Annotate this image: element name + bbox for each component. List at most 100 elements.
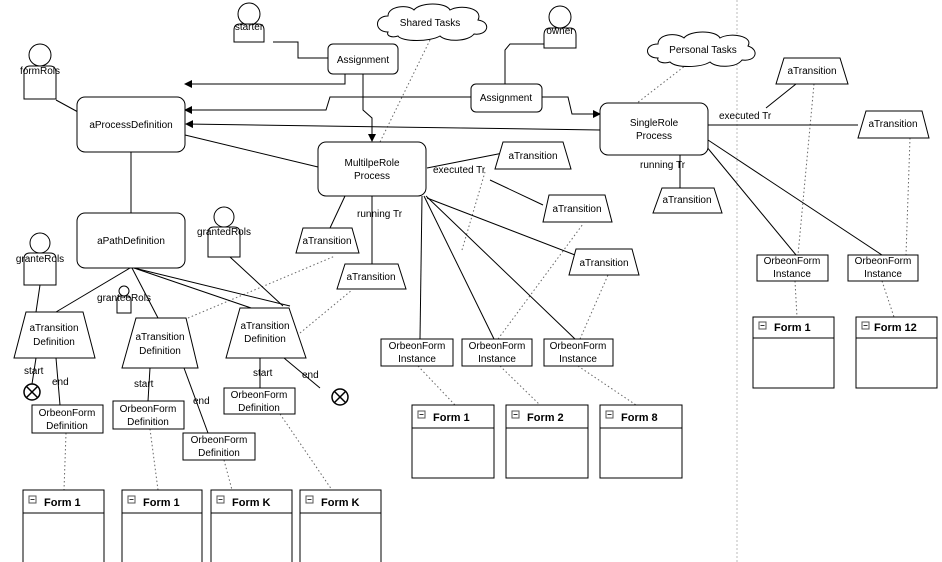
form-definition-box-4 <box>223 387 296 415</box>
transition-shape-sr-2 <box>857 110 930 139</box>
personal-tasks-cloud: Personal Tasks <box>647 31 756 67</box>
form-instance-label-1a: OrbeonForm <box>389 341 446 352</box>
form-definition-box-1 <box>31 404 104 434</box>
starter-label: starter <box>235 22 264 33</box>
form-definition-label-3a: OrbeonForm <box>191 435 248 446</box>
transition-label-mr-1: aTransition <box>302 236 351 247</box>
assignment-label-1: Assignment <box>337 55 389 66</box>
transition-shape-sr-3 <box>652 187 723 214</box>
assignment-node-1 <box>327 43 399 75</box>
transition-definition-label-1a: aTransition <box>29 323 78 334</box>
form-instance-label-4a: OrbeonForm <box>764 256 821 267</box>
end-label-3: end <box>302 370 319 381</box>
form-instance-box-3 <box>543 338 614 367</box>
transition-shape-mr-3 <box>494 141 572 170</box>
granteerols-actor <box>116 285 132 314</box>
transition-label-mr-3: aTransition <box>508 151 557 162</box>
form-container-inst-5: Form 12 <box>855 316 938 389</box>
running-tr-label-2: running Tr <box>640 160 686 171</box>
process-definition-node <box>76 96 186 153</box>
form-instance-label-3a: OrbeonForm <box>550 341 607 352</box>
transition-definition-label-2b: Definition <box>139 346 181 357</box>
formrols-label: formRols <box>20 66 60 77</box>
executed-tr-label-1: executed Tr <box>433 165 486 176</box>
transition-shape-mr-4 <box>542 194 613 223</box>
form-instance-label-2b: Instance <box>478 354 516 365</box>
transition-label-sr-3: aTransition <box>662 195 711 206</box>
transition-label-sr-1: aTransition <box>787 66 836 77</box>
transition-shape-mr-2 <box>336 263 407 290</box>
form-container-def-3: Form K <box>210 489 293 562</box>
transition-label-mr-2: aTransition <box>346 272 395 283</box>
form-instance-box-4 <box>756 254 829 282</box>
dotted-associations <box>63 39 911 491</box>
form-container-inst-4: Form 1 <box>752 316 835 389</box>
form-title-def-2: Form 1 <box>143 497 180 509</box>
form-container-def-2: Form 1 <box>121 489 203 562</box>
multiple-role-label-2: Process <box>354 171 390 182</box>
granterols-actor <box>23 232 57 286</box>
transition-definition-shape-3 <box>225 307 307 359</box>
owner-actor <box>543 5 577 49</box>
form-instance-box-2 <box>461 338 533 367</box>
single-role-process-node <box>599 102 709 156</box>
process-definition-label: aProcessDefinition <box>89 120 172 131</box>
end-label-2: end <box>193 396 210 407</box>
form-container-inst-2: Form 2 <box>505 404 589 479</box>
start-label-2: start <box>134 379 154 390</box>
solid-connectors <box>31 41 883 434</box>
owner-label: owner <box>546 26 574 37</box>
form-title-inst-2: Form 2 <box>527 412 564 424</box>
single-role-label-2: Process <box>636 131 672 142</box>
form-container-def-4: Form K <box>299 489 382 562</box>
transition-definition-label-3a: aTransition <box>240 321 289 332</box>
form-title-inst-1: Form 1 <box>433 412 470 424</box>
grantedrols-actor <box>207 206 241 258</box>
form-definition-label-3b: Definition <box>198 448 240 459</box>
path-definition-node <box>76 212 186 269</box>
multiple-role-process-node <box>317 141 427 197</box>
shared-tasks-label: Shared Tasks <box>400 18 460 29</box>
form-instance-label-5a: OrbeonForm <box>855 256 912 267</box>
formrols-actor <box>23 43 57 100</box>
form-title-def-4: Form K <box>321 497 360 509</box>
assignment-node-2 <box>470 83 543 113</box>
form-definition-box-3 <box>182 432 256 461</box>
transition-label-sr-2: aTransition <box>868 119 917 130</box>
form-definition-label-1a: OrbeonForm <box>39 408 96 419</box>
transition-label-mr-5: aTransition <box>579 258 628 269</box>
form-title-inst-5: Form 12 <box>874 322 917 334</box>
form-definition-box-2 <box>112 400 185 430</box>
granteerols-label: granteeRols <box>97 293 151 304</box>
single-role-label-1: SingleRole <box>630 118 679 129</box>
form-instance-box-1 <box>380 338 454 367</box>
form-definition-label-2b: Definition <box>127 417 169 428</box>
path-definition-label: aPathDefinition <box>97 236 165 247</box>
end-label-1: end <box>52 377 69 388</box>
form-instance-label-1b: Instance <box>398 354 436 365</box>
transition-definition-label-2a: aTransition <box>135 332 184 343</box>
transition-shape-mr-5 <box>568 248 640 276</box>
granterols-label: granteRols <box>16 254 64 265</box>
transition-shape-sr-1 <box>775 57 849 85</box>
form-title-inst-4: Form 1 <box>774 322 811 334</box>
transition-definition-shape-1 <box>13 311 96 359</box>
multiple-role-label-1: MultilpeRole <box>344 158 399 169</box>
form-definition-label-4a: OrbeonForm <box>231 390 288 401</box>
personal-tasks-label: Personal Tasks <box>669 45 737 56</box>
form-title-def-3: Form K <box>232 497 271 509</box>
transition-label-mr-4: aTransition <box>552 204 601 215</box>
form-container-inst-1: Form 1 <box>411 404 495 479</box>
transition-definition-shape-2 <box>121 317 199 369</box>
form-definition-label-1b: Definition <box>46 421 88 432</box>
form-instance-label-4b: Instance <box>773 269 811 280</box>
transition-definition-label-3b: Definition <box>244 334 286 345</box>
running-tr-label-1: running Tr <box>357 209 403 220</box>
form-title-def-1: Form 1 <box>44 497 81 509</box>
shared-tasks-cloud: Shared Tasks <box>377 3 488 41</box>
form-container-inst-3: Form 8 <box>599 404 683 479</box>
form-instance-label-2a: OrbeonForm <box>469 341 526 352</box>
assignment-label-2: Assignment <box>480 93 532 104</box>
form-instance-box-5 <box>847 254 919 282</box>
